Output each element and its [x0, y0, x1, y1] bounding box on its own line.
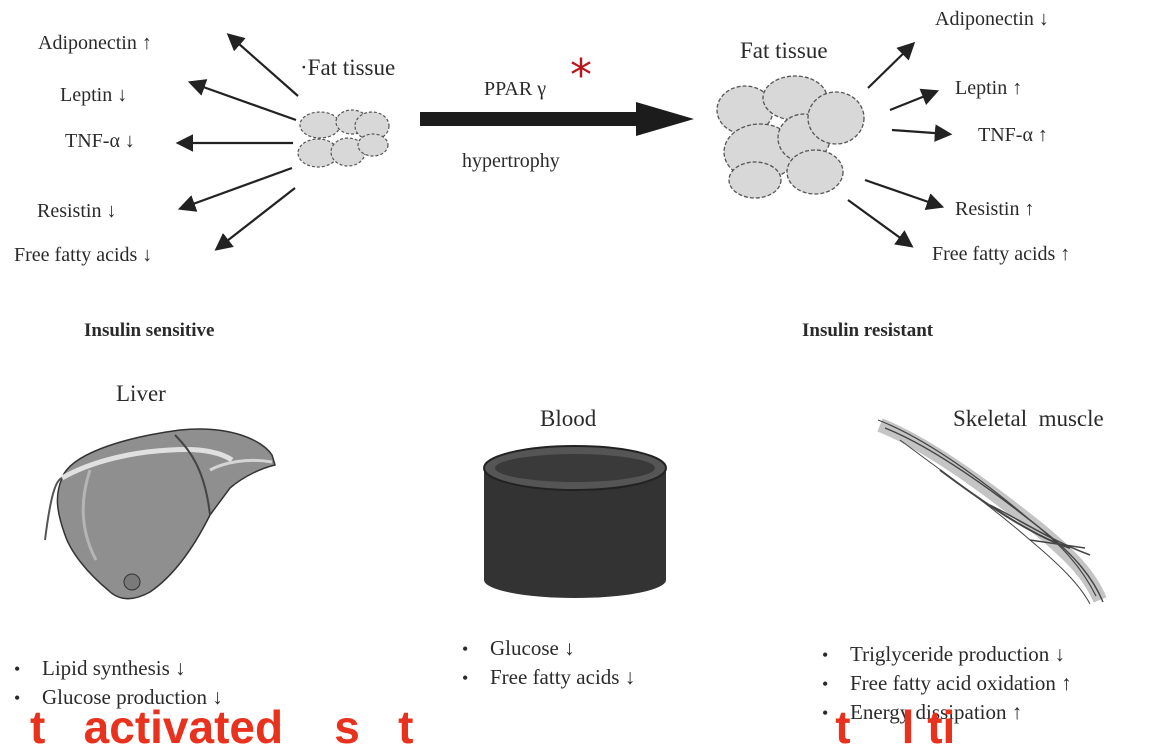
right-adiponectin-label: Adiponectin ↓: [935, 8, 1049, 31]
left-free-fatty-acids-label: Free fatty acids ↓: [14, 244, 152, 267]
blood-effects-list: Glucose ↓ Free fatty acids ↓: [462, 634, 635, 692]
ppar-gamma-label: PPAR γ: [484, 78, 546, 101]
left-adiponectin-label: Adiponectin ↑: [38, 32, 152, 55]
left-resistin-label: Resistin ↓: [37, 200, 116, 223]
ppar-hypertrophy-arrow: [420, 102, 694, 136]
asterisk-mark: *: [570, 54, 592, 98]
list-item: Triglyceride production ↓: [822, 640, 1072, 669]
right-tnf-alpha-label: TNF-α ↑: [978, 124, 1048, 147]
list-item: Glucose ↓: [462, 634, 635, 663]
insulin-sensitive-label: Insulin sensitive: [84, 320, 214, 342]
overlay-caption-text: t activated s t t l ti: [30, 700, 955, 754]
muscle-illustration: [878, 420, 1103, 604]
list-item: Free fatty acid oxidation ↑: [822, 669, 1072, 698]
left-fat-tissue-title: ·Fat tissue: [300, 55, 395, 81]
blood-title: Blood: [540, 406, 596, 432]
right-fat-cell-cluster: [717, 76, 864, 198]
list-item: Lipid synthesis ↓: [14, 654, 223, 683]
liver-illustration: [45, 429, 275, 599]
hypertrophy-label: hypertrophy: [462, 150, 560, 173]
liver-title: Liver: [116, 381, 166, 407]
blood-cylinder: [484, 446, 666, 598]
right-leptin-label: Leptin ↑: [955, 77, 1022, 100]
list-item: Free fatty acids ↓: [462, 663, 635, 692]
right-fat-tissue-title: Fat tissue: [740, 38, 828, 64]
left-leptin-label: Leptin ↓: [60, 84, 127, 107]
left-fat-cell-cluster: [298, 110, 389, 167]
diagram-graphics: [0, 0, 1159, 736]
right-free-fatty-acids-label: Free fatty acids ↑: [932, 243, 1070, 266]
right-resistin-label: Resistin ↑: [955, 198, 1034, 221]
right-output-arrows: [848, 45, 948, 245]
left-tnf-alpha-label: TNF-α ↓: [65, 130, 135, 153]
insulin-resistant-label: Insulin resistant: [802, 320, 933, 342]
skeletal-muscle-title: Skeletal muscle: [953, 406, 1104, 432]
left-output-arrows: [180, 36, 298, 248]
